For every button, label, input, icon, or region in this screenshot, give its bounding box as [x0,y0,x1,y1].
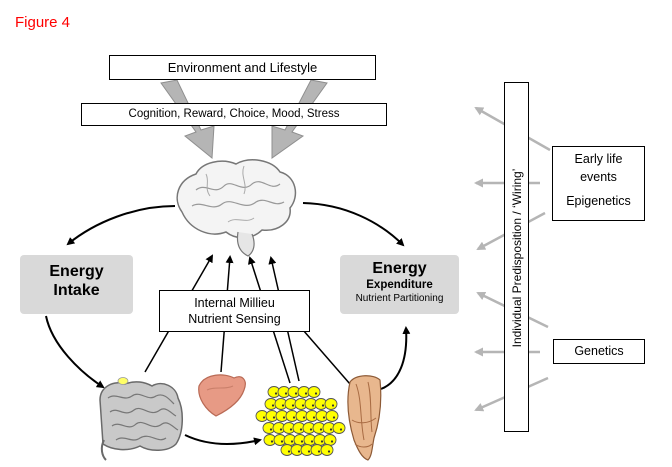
energy-intake-line2: Intake [53,282,100,299]
genetics-box: Genetics [553,339,645,364]
early-life-line3: Epigenetics [566,194,631,208]
energy-intake-line1: Energy [49,263,104,280]
adipose-icon [255,386,346,456]
early-life-line2: events [580,170,617,184]
internal-milieu-line1: Internal Millieu [194,296,275,310]
energy-expenditure-line3: Nutrient Partitioning [355,293,444,304]
figure-label: Figure 4 [15,14,71,31]
arrow-brain-to-intake [66,205,176,246]
intestine-icon [99,377,183,461]
liver-icon [198,374,246,417]
muscle-icon [347,375,382,461]
cognition-label: Cognition, Reward, Choice, Mood, Stress [128,108,340,120]
line-muscle-to-milieu [302,329,351,385]
genetics-label: Genetics [574,344,624,358]
arrow-intestine-to-adipose [184,434,262,446]
cognition-box: Cognition, Reward, Choice, Mood, Stress [81,103,387,126]
environment-lifestyle-label: Environment and Lifestyle [167,60,318,75]
predisposition-bar: Individual Predisposition / ‘Wiring’ [504,82,529,432]
energy-intake-box: Energy Intake [20,255,133,314]
arrow-muscle-to-expenditure [380,326,411,390]
arrow-brain-to-expenditure [302,202,405,247]
arrow-intake-to-intestine [45,315,105,389]
brain-icon [176,159,297,257]
early-life-box: Early life events Epigenetics [552,146,645,221]
early-life-line1: Early life [574,152,623,166]
predisposition-label: Individual Predisposition / ‘Wiring’ [510,168,524,348]
energy-expenditure-line1: Energy [372,260,427,277]
internal-milieu-line2: Nutrient Sensing [188,312,281,326]
energy-expenditure-box: Energy Expenditure Nutrient Partitioning [340,255,459,314]
energy-expenditure-line2: Expenditure [366,279,433,291]
internal-milieu-box: Internal Millieu Nutrient Sensing [159,290,310,332]
environment-lifestyle-box: Environment and Lifestyle [109,55,376,80]
